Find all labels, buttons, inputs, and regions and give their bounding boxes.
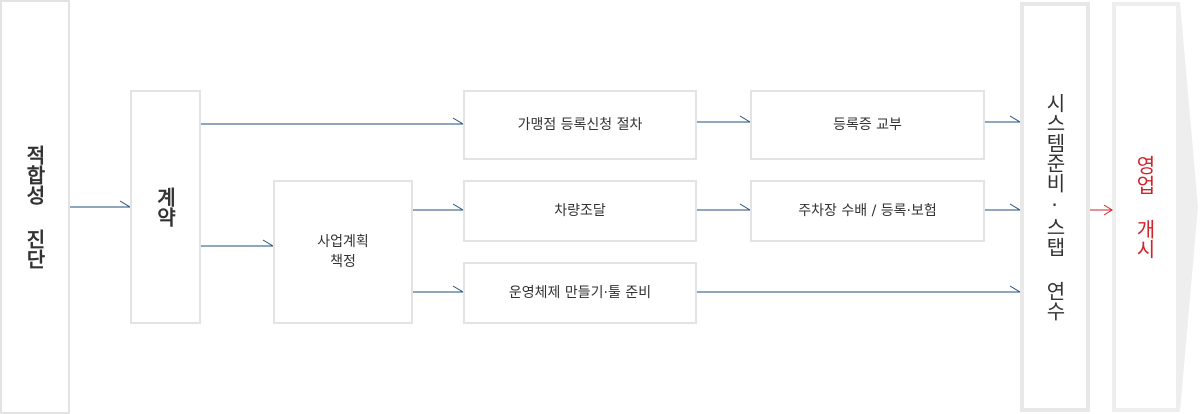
step-system-training: 시스템준비·스탭 연수 — [1020, 2, 1090, 412]
arrow-plan-to-operation — [413, 285, 464, 293]
step-open-business-label: 영업 개시 — [1132, 155, 1157, 259]
step-diagnosis-label: 적합성 진단 — [22, 145, 47, 269]
arrow-contract-to-merchant — [201, 117, 464, 125]
step-merchant-registration: 가맹점 등록신청 절차 — [463, 90, 697, 160]
step-operation-prep: 운영체제 만들기·툴 준비 — [463, 262, 697, 324]
step-registration-issue: 등록증 교부 — [750, 90, 985, 160]
step-contract: 계약 — [130, 90, 201, 324]
arrow-issue-to-system — [985, 115, 1021, 123]
step-operation-prep-label: 운영체제 만들기·툴 준비 — [508, 285, 652, 301]
step-business-plan-label: 사업계획 책정 — [317, 234, 369, 270]
arrow-operation-to-system — [697, 285, 1021, 293]
arrow-merchant-to-issue — [697, 115, 751, 123]
arrow-parking-to-system — [985, 203, 1021, 211]
step-registration-issue-label: 등록증 교부 — [833, 117, 902, 133]
step-merchant-registration-label: 가맹점 등록신청 절차 — [517, 117, 643, 133]
arrow-contract-to-plan — [201, 239, 274, 247]
arrow-system-to-open — [1090, 204, 1113, 216]
step-open-business: 영업 개시 — [1112, 2, 1198, 412]
step-contract-label: 계약 — [153, 187, 177, 227]
step-system-training-label: 시스템준비·스탭 연수 — [1042, 93, 1067, 321]
step-vehicle-procurement-label: 차량조달 — [554, 203, 606, 219]
step-parking-registration-label: 주차장 수배 / 등록·보험 — [798, 203, 937, 219]
arrow-plan-to-vehicle — [413, 203, 464, 211]
step-parking-registration: 주차장 수배 / 등록·보험 — [750, 180, 985, 242]
open-business-inner — [1116, 6, 1176, 408]
step-business-plan: 사업계획 책정 — [273, 180, 413, 324]
arrow-vehicle-to-parking — [697, 203, 751, 211]
step-diagnosis: 적합성 진단 — [0, 0, 70, 414]
step-vehicle-procurement: 차량조달 — [463, 180, 697, 242]
arrow-diagnosis-to-contract — [70, 200, 131, 208]
